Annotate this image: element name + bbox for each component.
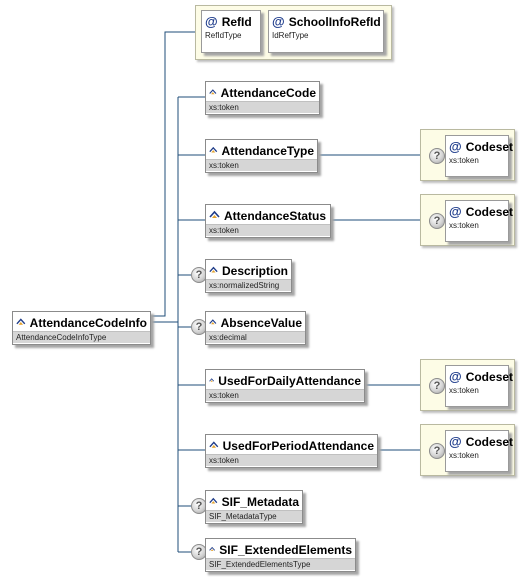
child-attendancestatus[interactable]: AttendanceStatus xs:token [205,204,331,238]
attribute-name: RefId [221,14,252,29]
child-absencevalue[interactable]: AbsenceValue xs:decimal [205,311,306,345]
attribute-name: Codeset [465,369,514,384]
element-name: SIF_ExtendedElements [219,542,352,557]
child-attendancetype[interactable]: AttendanceType xs:token [205,139,318,173]
optional-icon: ? [429,443,445,459]
child-usedforperiodattendance[interactable]: UsedForPeriodAttendance xs:token [205,434,378,468]
attribute-codeset[interactable]: @Codeset xs:token [445,200,513,242]
element-icon [16,318,26,325]
attribute-name: SchoolInfoRefId [288,14,381,29]
attribute-codeset[interactable]: @Codeset xs:token [445,430,513,472]
codeset-group-usedfordailyattendance: ? @Codeset xs:token [420,359,515,411]
attribute-schoolinforefid[interactable]: @SchoolInfoRefId IdRefType [268,10,384,53]
element-icon [209,319,217,325]
element-icon [209,441,219,448]
codeset-group-usedforperiodattendance: ? @Codeset xs:token [420,424,515,476]
attribute-type: RefIdType [202,30,260,42]
element-name: UsedForDailyAttendance [218,373,361,388]
element-type: xs:token [206,454,377,466]
attribute-type: xs:token [446,450,508,462]
attribute-name: Codeset [465,139,514,154]
child-attendancecode[interactable]: AttendanceCode xs:token [205,81,320,115]
attribute-type: xs:token [446,155,508,167]
element-name: AttendanceType [221,143,314,158]
element-icon [209,146,218,153]
element-type: xs:token [206,389,364,401]
child-sif-extendedelements[interactable]: SIF_ExtendedElements SIF_ExtendedElement… [205,538,356,572]
child-sif-metadata[interactable]: SIF_Metadata SIF_MetadataType [205,490,303,524]
codeset-group-attendancestatus: ? @Codeset xs:token [420,194,515,246]
element-type: xs:token [206,224,330,236]
optional-icon: ? [429,378,445,394]
element-name: SIF_Metadata [221,494,299,509]
element-type: SIF_MetadataType [206,510,302,522]
attribute-icon: @ [449,369,462,384]
element-type: SIF_ExtendedElementsType [206,558,355,570]
element-name: AttendanceCodeInfo [29,315,147,330]
element-type: xs:token [206,101,319,113]
attribute-type: IdRefType [269,30,383,42]
element-name: Description [221,263,288,278]
element-name: UsedForPeriodAttendance [222,438,374,453]
codeset-group-attendancetype: ? @Codeset xs:token [420,129,515,181]
attribute-name: Codeset [465,204,514,219]
attribute-icon: @ [272,14,285,29]
attribute-name: Codeset [465,434,514,449]
attribute-icon: @ [205,14,218,29]
attribute-type: xs:token [446,220,508,232]
optional-icon: ? [429,148,445,164]
attribute-codeset[interactable]: @Codeset xs:token [445,135,513,177]
element-type: xs:decimal [206,331,305,343]
element-name: AttendanceCode [220,85,316,100]
optional-icon: ? [429,213,445,229]
attribute-icon: @ [449,434,462,449]
element-type: xs:token [206,159,317,171]
element-icon [209,378,215,382]
element-icon [209,266,218,273]
attribute-type: xs:token [446,385,508,397]
element-icon [209,497,218,504]
element-icon [209,546,216,551]
attribute-group: @RefId RefIdType @SchoolInfoRefId IdRefT… [195,5,392,60]
element-icon [209,210,220,218]
element-icon [209,89,217,95]
element-type: xs:normalizedString [206,279,291,291]
attribute-icon: @ [449,139,462,154]
child-description[interactable]: Description xs:normalizedString [205,259,292,293]
element-type: AttendanceCodeInfoType [13,331,150,343]
attribute-refid[interactable]: @RefId RefIdType [201,10,261,53]
element-name: AbsenceValue [220,315,302,330]
root-element[interactable]: AttendanceCodeInfo AttendanceCodeInfoTyp… [12,311,151,345]
attribute-icon: @ [449,204,462,219]
attribute-codeset[interactable]: @Codeset xs:token [445,365,513,407]
element-name: AttendanceStatus [224,208,327,223]
child-usedfordailyattendance[interactable]: UsedForDailyAttendance xs:token [205,369,365,403]
